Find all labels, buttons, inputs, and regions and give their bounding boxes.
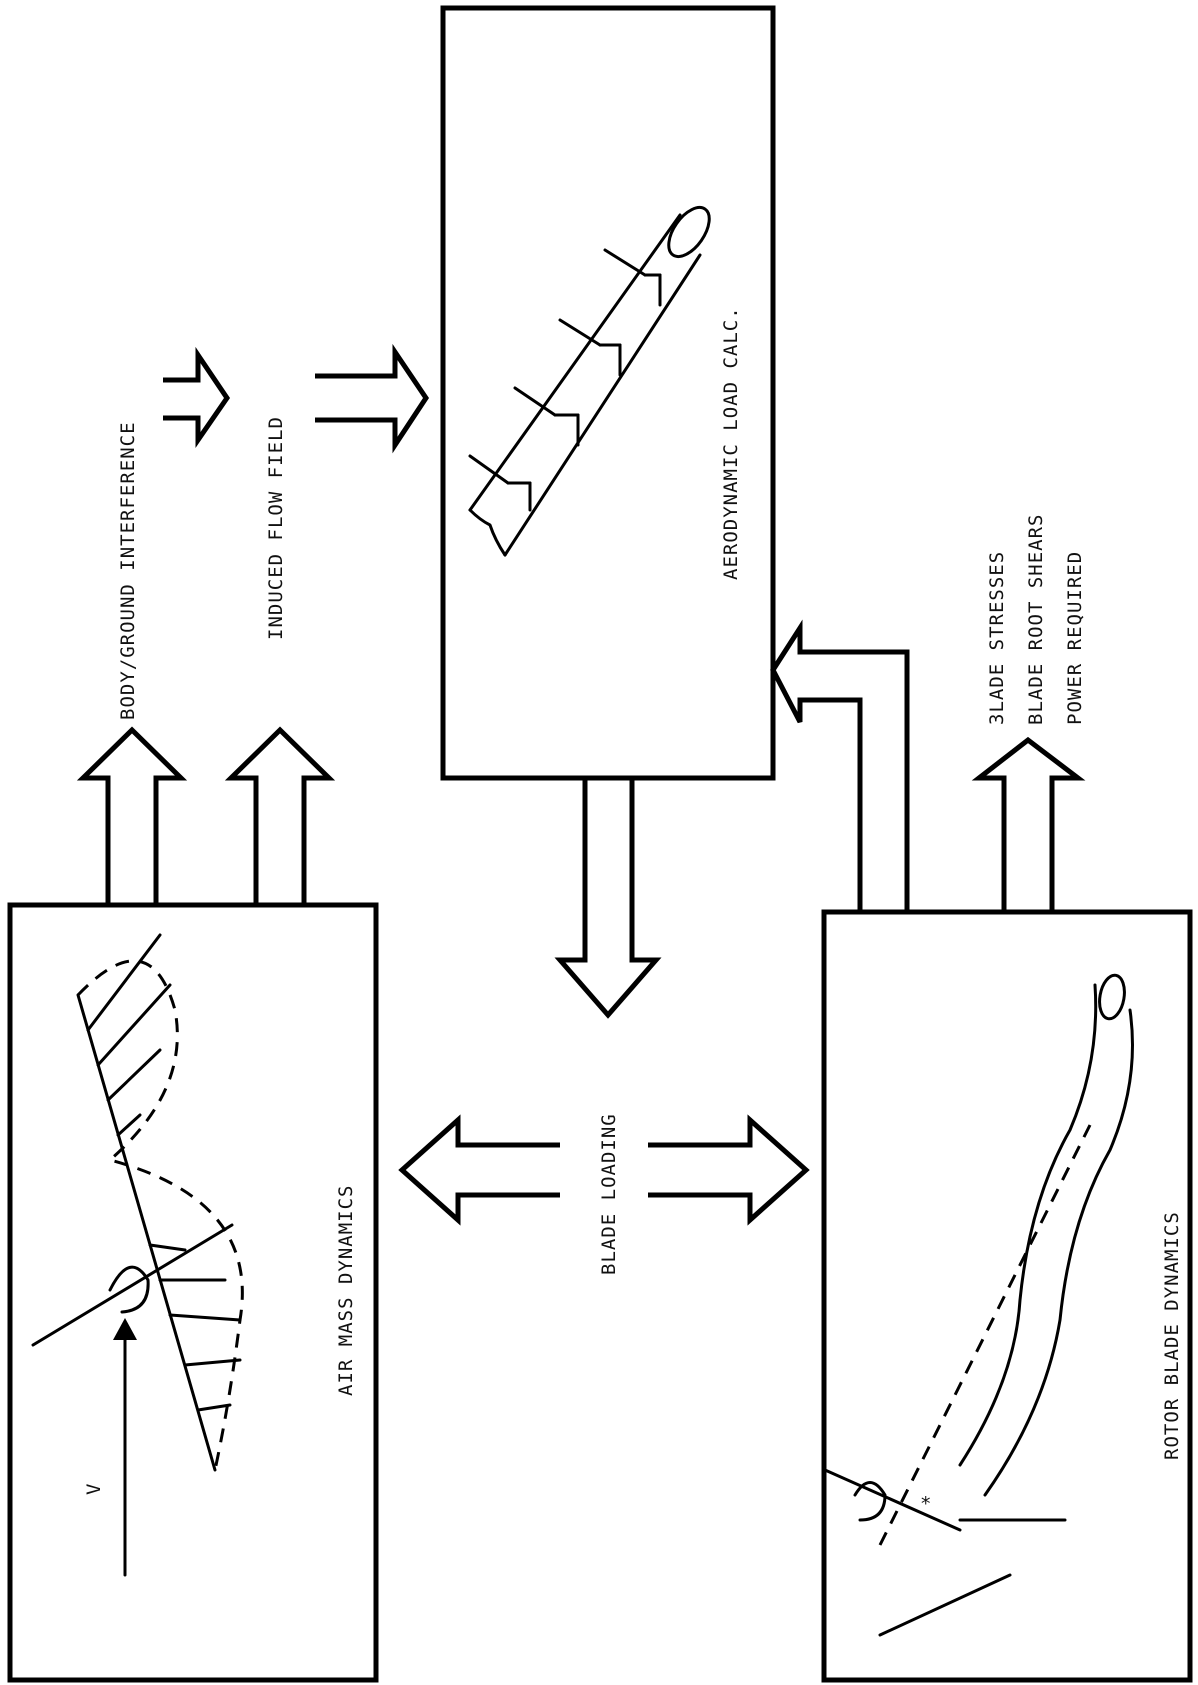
body-ground-to-aero-arrow <box>163 346 231 449</box>
body-ground-arrow <box>76 726 188 908</box>
rotor-blade-illustration: * <box>823 973 1134 1637</box>
air-mass-dynamics-box <box>7 902 379 1683</box>
blade-root-shears-label: BLADE ROOT SHEARS <box>1025 514 1047 725</box>
rotor-to-aero-arrow <box>770 619 910 915</box>
loading-to-air-arrow <box>398 1114 560 1226</box>
air-mass-illustration: V <box>31 933 244 1577</box>
svg-text:*: * <box>920 1493 932 1515</box>
aero-to-loading-arrow <box>554 775 662 1019</box>
blade-stresses-label: 3LADE STRESSES <box>986 551 1008 725</box>
induced-flow-field-label: INDUCED FLOW FIELD <box>265 416 287 640</box>
induced-flow-to-aero-arrow <box>315 343 430 454</box>
blade-loading-label: BLADE LOADING <box>598 1113 620 1275</box>
loading-to-rotor-arrow <box>648 1114 810 1226</box>
body-ground-interference-label: BODY/GROUND INTERFERENCE <box>117 421 139 720</box>
air-mass-dynamics-label: AIR MASS DYNAMICS <box>335 1185 357 1396</box>
rotor-outputs-arrow <box>971 736 1086 915</box>
induced-flow-arrow <box>224 726 336 908</box>
aero-blade-illustration <box>468 206 711 557</box>
power-required-label: POWER REQUIRED <box>1064 551 1086 725</box>
aerodynamic-load-calc-label: AERODYNAMIC LOAD CALC. <box>720 306 742 580</box>
rotor-blade-dynamics-box <box>821 909 1193 1683</box>
rotor-blade-dynamics-label: ROTOR BLADE DYNAMICS <box>1161 1211 1183 1460</box>
velocity-label: V <box>83 1483 105 1495</box>
